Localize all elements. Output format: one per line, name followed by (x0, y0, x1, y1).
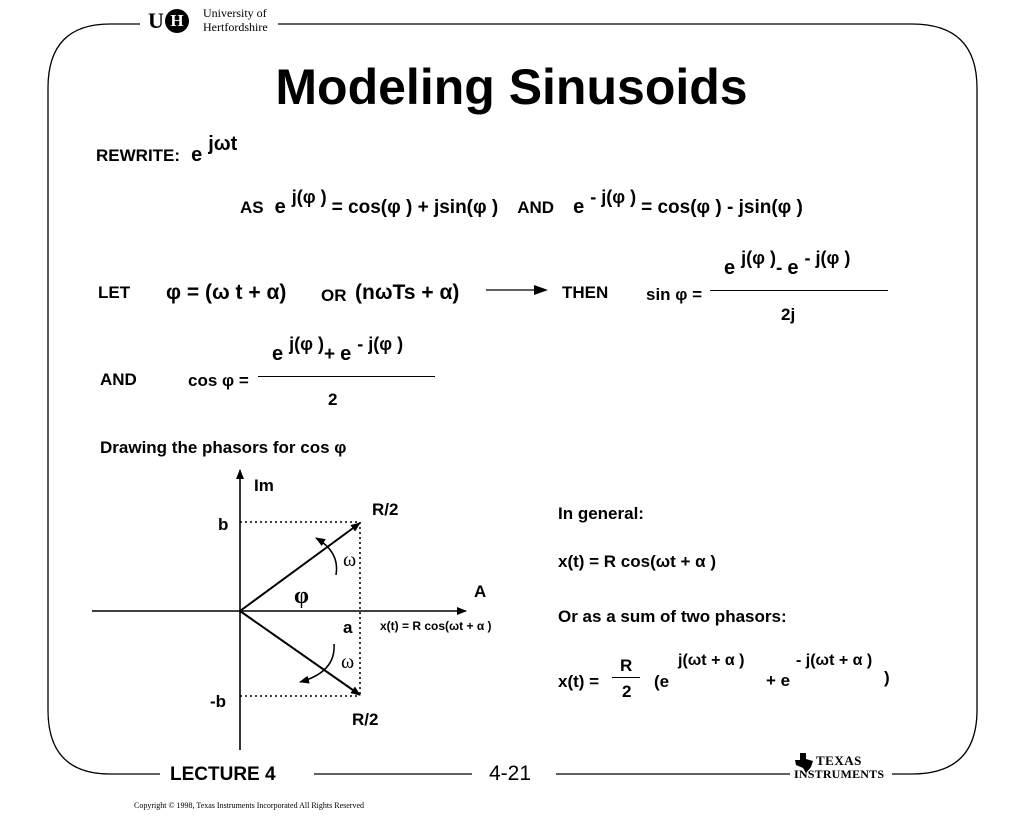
sum-plus-e: + e (766, 671, 791, 690)
lower-vector-label: R/2 (352, 710, 379, 729)
page-title: Modeling Sinusoids (275, 59, 748, 115)
copyright-notice: Copyright © 1998, Texas Instruments Inco… (134, 801, 365, 810)
texas-state-icon (795, 753, 813, 773)
or-label: OR (321, 286, 347, 305)
sum-close-paren: ) (884, 668, 890, 687)
cos-lhs: cos φ = (188, 371, 249, 390)
sum-open-paren: (e (654, 672, 670, 691)
logo-h-circle: H (165, 9, 189, 33)
university-name-line1: University of (203, 6, 267, 20)
euler-lhs-exp: j(φ ) (291, 187, 327, 208)
cos-fraction-bar (258, 376, 435, 377)
phi-angle-label: φ (294, 583, 309, 609)
sin-num-e1: e (724, 257, 736, 279)
im-axis-label: Im (254, 476, 274, 495)
sum-frac-num: R (620, 656, 633, 675)
euler2-lhs-exp: - j(φ ) (590, 187, 637, 208)
euler2-rhs: = cos(φ ) - jsin(φ ) (641, 197, 803, 218)
cos-num-e1: e (272, 343, 284, 365)
a-label: a (343, 618, 353, 637)
euler2-lhs-base: e (573, 196, 585, 218)
then-label: THEN (562, 283, 609, 302)
general-heading: In general: (558, 504, 644, 523)
neg-b-label: -b (210, 692, 227, 711)
cos-and-label: AND (100, 370, 137, 389)
ti-line2: INSTRUMENTS (794, 767, 885, 781)
cos-num-exp2: - j(φ ) (357, 334, 404, 355)
frame-left-border (47, 23, 160, 775)
euler-and-label: AND (517, 198, 555, 217)
page-number: 4-21 (489, 762, 532, 785)
upper-vector-label: R/2 (372, 500, 399, 519)
sin-num-e2: e (787, 257, 799, 279)
implies-arrow (486, 285, 548, 295)
cos-num-plus: + (324, 344, 336, 365)
general-formula: x(t) = R cos(ωt + α ) (558, 552, 716, 571)
sum-exp1: j(ωt + α ) (678, 652, 745, 669)
upper-phasor-vector (239, 522, 361, 612)
cos-num-e2: e (340, 343, 352, 365)
frame-right-border (278, 23, 978, 775)
axis-note: x(t) = R cos(ωt + α ) (380, 619, 492, 633)
sum-fraction-bar (612, 677, 640, 678)
omega-lower-label: ω (341, 651, 355, 673)
alt-definition: (nωTs + α) (355, 281, 460, 304)
lower-phasor-vector (239, 610, 361, 696)
sin-fraction-bar (710, 290, 888, 291)
rewrite-label: REWRITE: (96, 146, 181, 165)
euler-rhs: = cos(φ ) + jsin(φ ) (331, 197, 499, 218)
lecture-label: LECTURE 4 (170, 764, 276, 785)
cos-num-exp1: j(φ ) (289, 334, 324, 355)
sin-num-minus: - (776, 258, 783, 279)
cos-denominator: 2 (328, 390, 338, 409)
sin-denominator: 2j (781, 305, 796, 324)
phasor-heading: Drawing the phasors for cos φ (100, 438, 347, 457)
phi-definition: φ = (ω t + α) (166, 281, 287, 304)
rewrite-base: e (191, 144, 203, 166)
logo-u: U (148, 8, 164, 33)
sin-lhs: sin φ = (646, 285, 703, 304)
as-label: AS (240, 198, 264, 217)
sin-num-exp2: - j(φ ) (804, 248, 851, 269)
upper-rotation-arc (315, 537, 338, 576)
re-axis-label: A (474, 582, 487, 601)
euler-lhs-base: e (274, 196, 286, 218)
b-label: b (218, 515, 229, 534)
let-label: LET (98, 283, 131, 302)
omega-upper-label: ω (343, 549, 357, 571)
university-name-line2: Hertfordshire (203, 20, 268, 34)
sum-exp2: - j(ωt + α ) (796, 652, 873, 669)
sum-heading: Or as a sum of two phasors: (558, 607, 787, 626)
rewrite-exponent: jωt (208, 133, 238, 155)
sin-num-exp1: j(φ ) (741, 248, 776, 269)
ti-line1: TEXAS (816, 753, 862, 768)
lower-rotation-arc (299, 643, 335, 684)
sum-frac-den: 2 (622, 682, 632, 701)
sum-lhs: x(t) = (558, 672, 600, 691)
